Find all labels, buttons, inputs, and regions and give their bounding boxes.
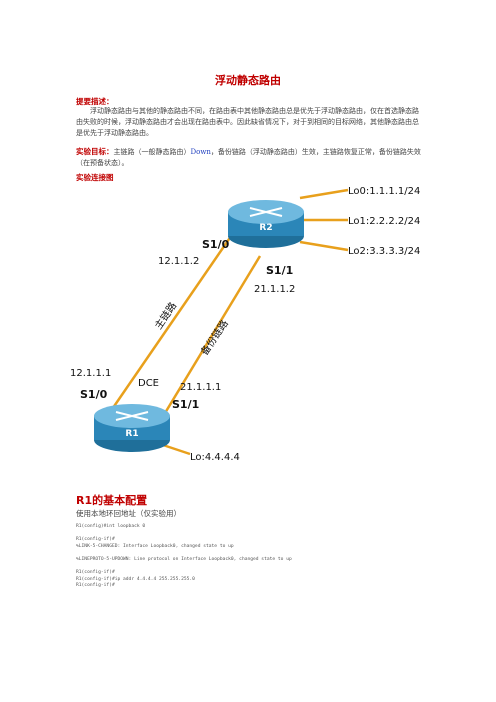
section-subtitle: 使用本地环回地址（仅实验用） [76, 509, 181, 518]
code-line: R1(config)#int loopback 0 [76, 524, 146, 529]
topology-label: 实验连接图 [76, 173, 114, 182]
code-line [76, 550, 436, 557]
goal-pre: 主链路（一般静态路由） [113, 148, 191, 156]
goal-label: 实验目标： [76, 147, 114, 156]
goal-paragraph: 实验目标：主链路（一般静态路由）Down，备份链路（浮动静态路由）生效，主链路恢… [76, 146, 424, 169]
code-line: R1(config-if)# [76, 583, 115, 589]
r1-s10-label: S1/0 [80, 388, 108, 401]
lo0-label: Lo0:1.1.1.1/24 [348, 186, 420, 197]
page-title: 浮动静态路由 [215, 74, 281, 87]
lo2-line [299, 240, 349, 252]
lo1-label: Lo1:2.2.2.2/24 [348, 216, 420, 227]
topology-diagram: R2 R1 Lo0:1.1.1.1/24 Lo1:2.2.2.2/24 Lo2:… [70, 186, 420, 463]
r1-s11-label: S1/1 [172, 398, 199, 411]
backup-link-label: 备份链路 [198, 317, 231, 357]
goal-down: Down [190, 148, 211, 156]
r1-s10-ip: 12.1.1.1 [70, 368, 111, 379]
r1-name: R1 [125, 429, 138, 439]
router-r2-icon: R2 [228, 200, 304, 248]
code-line: R1(config-if)#ip addr 4.4.4.4 255.255.25… [76, 576, 195, 582]
lo2-label: Lo2:3.3.3.3/24 [348, 246, 420, 257]
code-block: R1(config)#int loopback 0 R1(config-if)#… [76, 524, 436, 590]
section-title: R1的基本配置 [76, 494, 148, 507]
description-text: 浮动静态路由与其他的静态路由不同，在路由表中其他静态路由总是优先于浮动静态路由，… [76, 107, 419, 137]
code-line [76, 531, 436, 538]
code-line [76, 564, 436, 571]
dce-label: DCE [138, 378, 159, 389]
code-line: %LINK-5-CHANGED: Interface Loopback0, ch… [76, 543, 234, 549]
router-r1-icon: R1 [94, 404, 170, 452]
code-line: %LINEPROTO-5-UPDOWN: Line protocol on In… [76, 556, 292, 562]
r2-s10-ip: 12.1.1.2 [158, 256, 199, 267]
code-line: R1(config-if)# [76, 537, 115, 543]
lo0-line [299, 188, 349, 200]
r1-s11-ip: 21.1.1.1 [180, 382, 221, 393]
r1-lo-label: Lo:4.4.4.4 [190, 452, 240, 463]
goal-post: ，备份链路（浮动静态路由）生效，主链路恢复正常，备份链路失效（在预备状态）。 [76, 148, 421, 167]
r2-s10-label: S1/0 [202, 238, 230, 251]
backup-link-line [160, 255, 262, 419]
description-label: 提要描述： [76, 97, 114, 106]
r2-name: R2 [259, 223, 272, 233]
r2-s11-label: S1/1 [266, 264, 293, 277]
code-line: R1(config-if)# [76, 570, 115, 576]
r2-s11-ip: 21.1.1.2 [254, 284, 295, 295]
main-link-line [104, 225, 240, 419]
